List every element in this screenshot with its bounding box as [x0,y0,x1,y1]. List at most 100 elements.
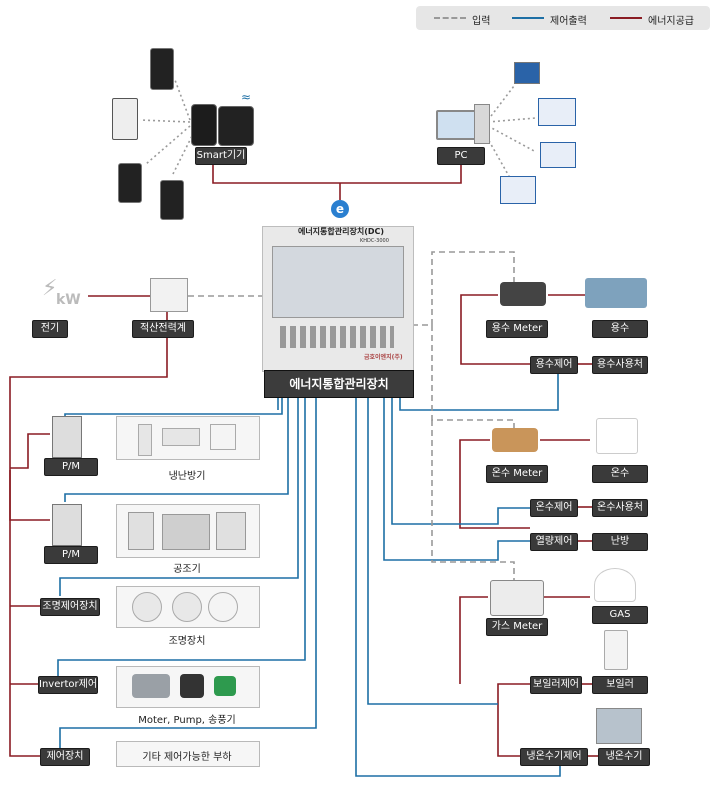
supply-line-pm2 [9,470,50,521]
device-model: KHDC-3000 [360,238,389,244]
ahu-icon [162,514,210,550]
wifi-icon: ≈ [241,90,252,104]
control-line-light [59,398,299,596]
control-line-water [399,372,559,411]
control-line-boiler [367,398,498,705]
pc-monitor-icon [436,110,476,140]
ahu-icon [128,512,154,550]
phone-icon [112,98,138,140]
hot-water-meter-icon [492,428,538,452]
device-buttons [280,326,394,348]
pm1-label: P/M [44,458,98,476]
gas-label: GAS [592,606,648,624]
chiller-icon [596,708,642,744]
input-line-right2 [431,325,515,430]
ahu-caption: 공조기 [173,564,201,575]
water-meter-icon [500,282,546,306]
device-maker: 금호이엔지(주) [364,354,403,361]
inverter-label: Invertor제어 [38,676,98,694]
legend-input-swatch [434,17,466,19]
phone-icon [118,163,142,203]
legend-control: 제어출력 [550,16,587,27]
water-control-label: 용수제어 [530,356,578,374]
boiler-control-label: 보일러제어 [530,676,582,694]
smart-device-label: Smart기기 [195,147,247,165]
screen-icon [538,98,576,126]
electric-label: 전기 [32,320,68,338]
load-caption: 기타 제어가능한 부하 [142,752,232,763]
heating-label: 난방 [592,533,648,551]
water-meter-label: 용수 Meter [486,320,548,338]
supply-line-hot-branch [459,439,530,529]
gas-meter-label: 가스 Meter [486,618,548,636]
aircon-caption: 냉난방기 [168,471,206,482]
power-meter-label: 적산전력계 [132,320,194,338]
factory-icon [596,418,638,454]
energy-controller-label: 에너지통합관리장치 [264,370,414,398]
lightning-icon: ⚡ [42,276,58,301]
input-line-right [412,251,515,326]
motor-icon [132,674,170,698]
pc-label: PC [437,147,485,165]
control-line-pm1 [64,398,283,418]
pc-tower-icon [474,104,490,144]
supply-line-pm1 [10,433,50,469]
smartphone-icon [191,104,217,146]
control-line-heat [383,398,530,561]
chiller-control-label: 냉온수기제어 [520,748,588,766]
gas-meter-icon [490,580,544,616]
screen-icon [500,176,536,204]
power-monitor-icon [52,416,82,458]
control-line-hot [391,398,530,525]
chiller-label: 냉온수기 [598,748,650,766]
boiler-label: 보일러 [592,676,648,694]
power-meter-icon [150,278,188,312]
internet-explorer-icon: e [331,200,349,218]
hot-water-meter-label: 온수 Meter [486,465,548,483]
water-user-label: 용수사용처 [592,356,648,374]
kw-text: kW [56,292,81,308]
supply-line-gas-branch [459,596,488,684]
supply-line-smart-pc [212,160,462,184]
blower-icon [214,676,236,696]
wall-aircon-icon [210,424,236,450]
legend: 입력 제어출력 에너지공급 [416,6,710,30]
light-bulb-icon [132,592,162,622]
control-line-control [59,398,317,748]
hot-water-control-label: 온수제어 [530,499,578,517]
hot-water-label: 온수 [592,465,648,483]
tablet-icon [218,106,254,146]
control-line-aircon [64,398,289,502]
power-monitor-icon [52,504,82,546]
light-control-label: 조명제어장치 [40,598,100,616]
device-title: 에너지통합관리장치(DC) [297,227,385,236]
phone-icon [160,180,184,220]
input-line-right3 [431,420,515,580]
motor-caption: Moter, Pump, 송풍기 [138,715,236,726]
supply-line-water-branch [460,294,530,365]
hot-water-user-label: 온수사용처 [592,499,648,517]
phone-icon [150,48,174,90]
supply-line-meter-left [9,312,168,757]
legend-control-swatch [512,17,544,19]
gas-flame-icon [594,568,636,602]
light-bulb-icon [208,592,238,622]
water-plant-icon [585,278,647,308]
water-label: 용수 [592,320,648,338]
control-line-chiller [355,398,561,777]
aircon-icon [138,424,152,456]
legend-supply: 에너지공급 [648,16,694,27]
screen-icon [540,142,576,168]
ahu-icon [216,512,246,550]
legend-input: 입력 [472,16,491,27]
device-screen [272,246,404,318]
screen-icon [514,62,540,84]
pm2-label: P/M [44,546,98,564]
light-caption: 조명장치 [168,636,206,647]
load-panel [116,741,260,767]
light-bulb-icon [172,592,202,622]
boiler-icon [604,630,628,670]
supply-line-boiler-chiller [497,683,530,757]
pump-icon [180,674,204,698]
